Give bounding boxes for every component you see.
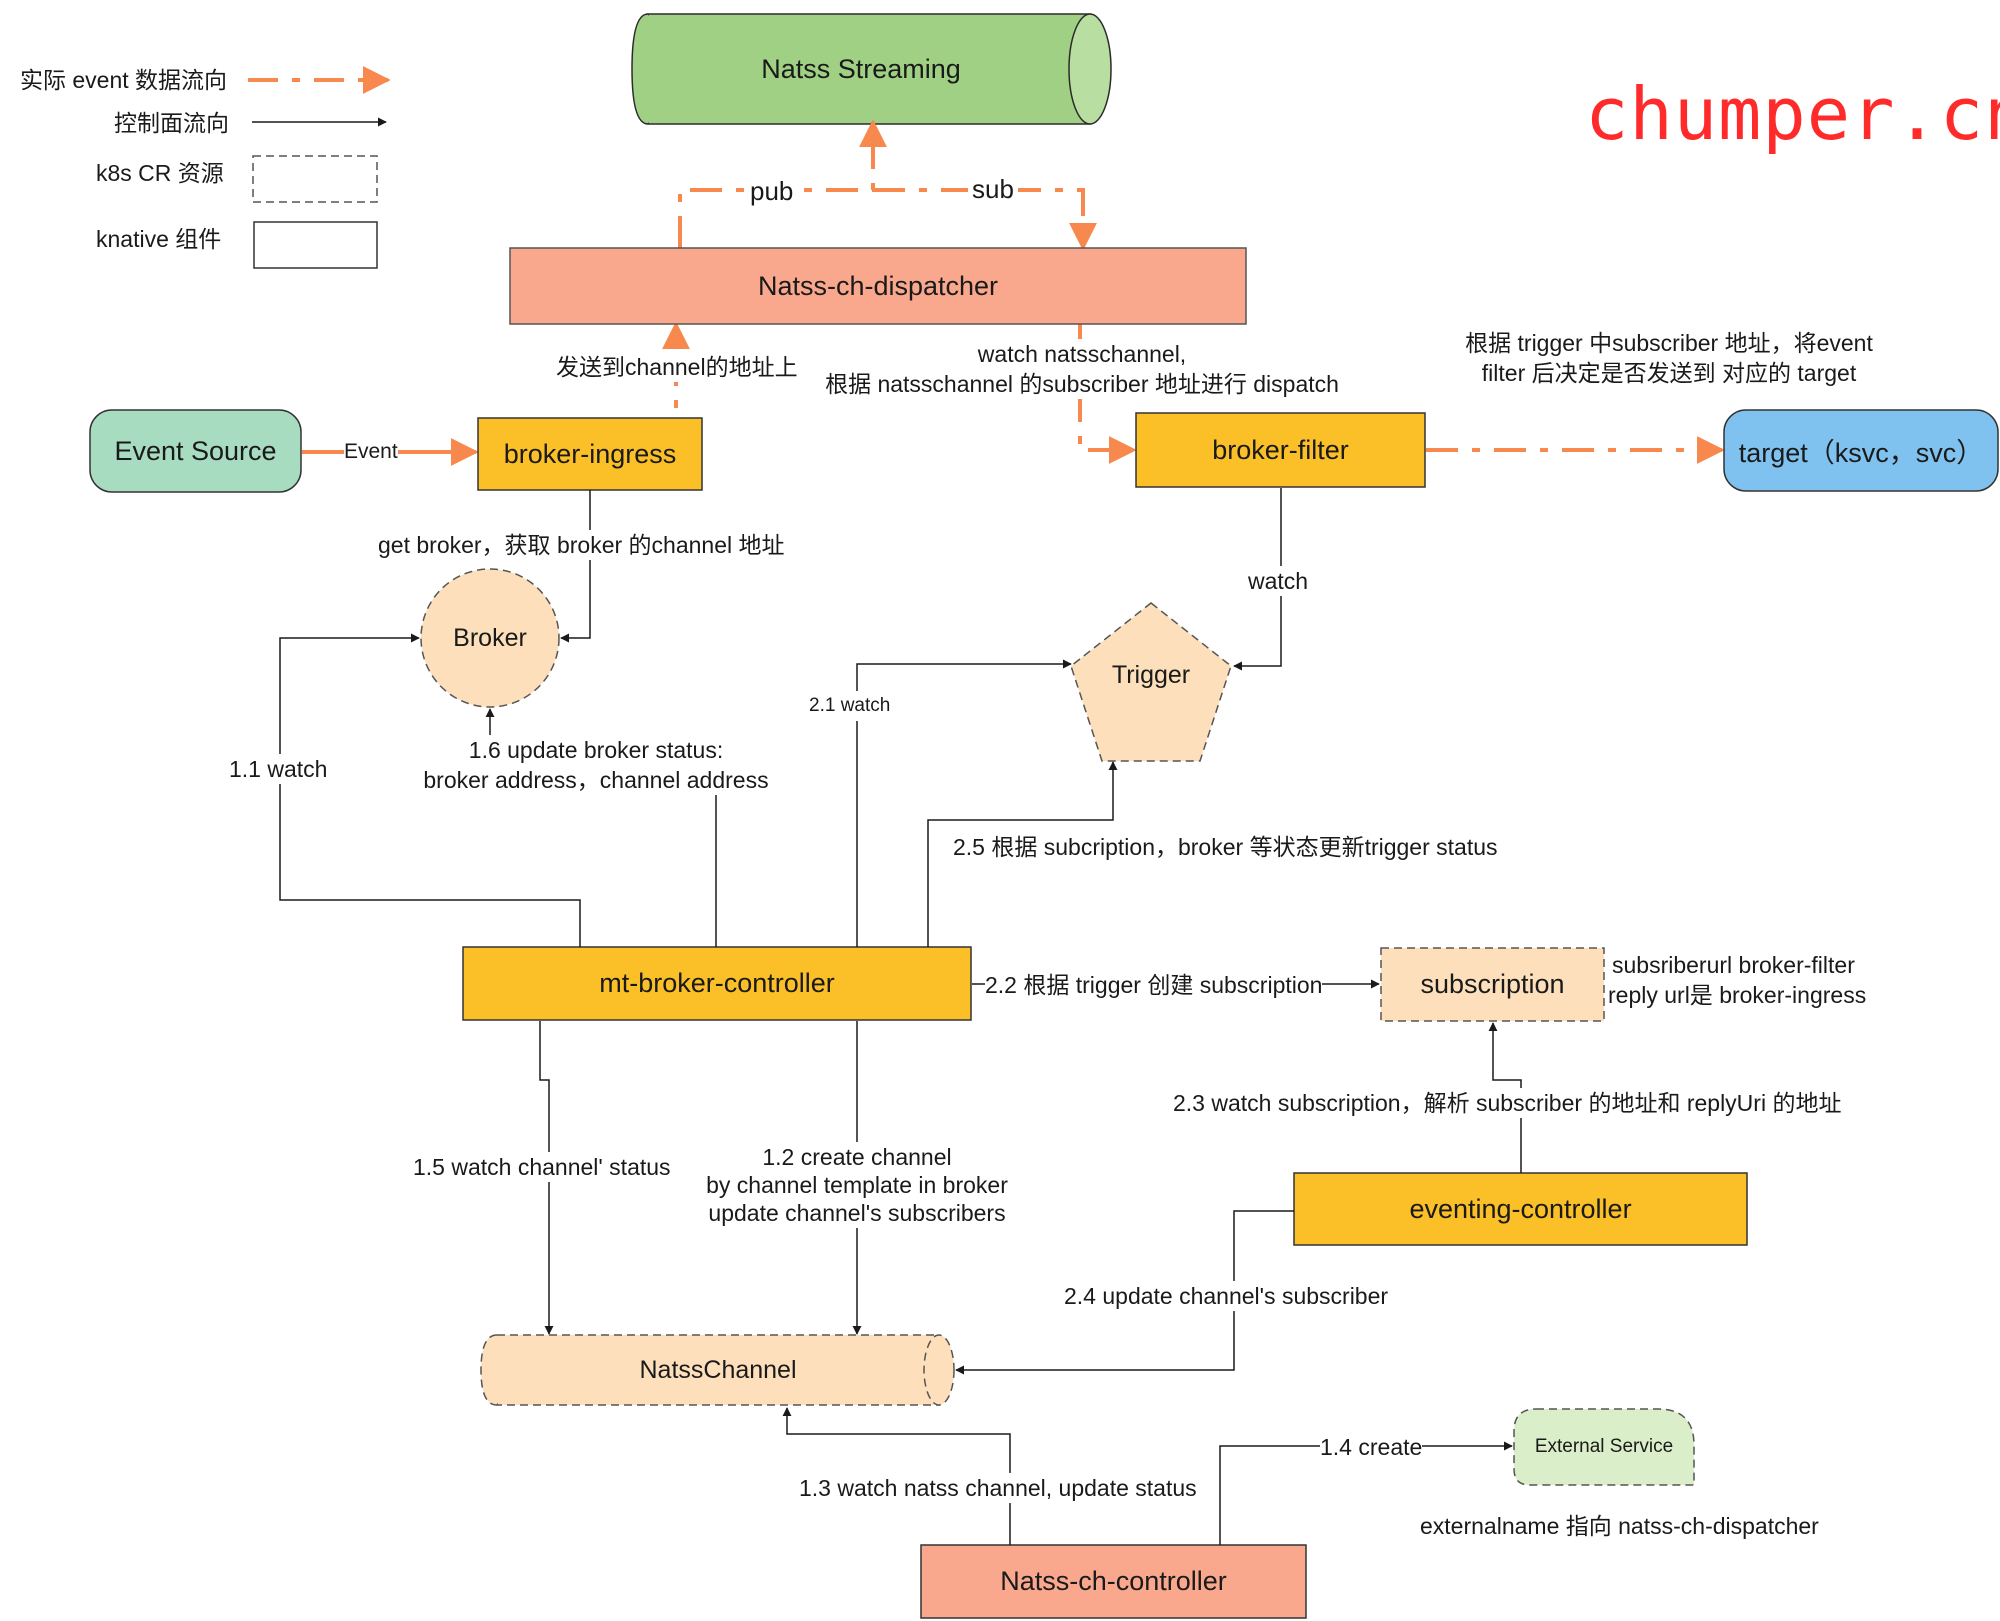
sub-label: sub	[968, 174, 1018, 204]
watch-2-1-label: 2.1 watch	[809, 691, 891, 721]
eventing-watch-subscription-edge	[1488, 1022, 1522, 1173]
broker-ingress-node	[477, 417, 703, 491]
natss-streaming-node	[631, 13, 1112, 125]
legend	[248, 66, 391, 269]
watch-1-1-label: 1.1 watch	[229, 754, 328, 784]
broker-filter-label: broker-filter	[1212, 434, 1349, 465]
controller-watch-broker-edge	[279, 633, 581, 947]
broker-filter-node	[1135, 412, 1426, 488]
create-channel-label-3: update channel's subscribers	[684, 1198, 1030, 1228]
legend-event-flow-label: 实际 event 数据流向	[20, 67, 228, 93]
create-channel-label-2: by channel template in broker	[684, 1170, 1030, 1200]
broker-ingress-label: broker-ingress	[503, 438, 677, 469]
subscription-note-1: subsriberurl broker-filter	[1612, 952, 1855, 978]
get-broker-label: get broker，获取 broker 的channel 地址	[378, 530, 785, 560]
sub-flow	[873, 188, 1097, 251]
trigger-node	[1070, 602, 1232, 762]
legend-cr-swatch	[252, 155, 378, 203]
eventing-controller-node	[1293, 1172, 1748, 1246]
external-service-node	[1513, 1408, 1695, 1486]
subscription-label: subscription	[1420, 969, 1565, 999]
create-1-4-label: 1.4 create	[1320, 1432, 1423, 1462]
broker-label: Broker	[453, 623, 527, 652]
update-broker-label-1: 1.6 update broker status:	[408, 735, 784, 765]
watch-natsschannel-label-1: watch natsschannel,	[814, 339, 1350, 369]
external-service-label: External Service	[1534, 1436, 1674, 1457]
watch-label: watch	[1248, 566, 1309, 596]
event-source-label: Event Source	[114, 435, 277, 466]
trigger-label: Trigger	[1111, 660, 1191, 689]
event-label: Event	[344, 437, 398, 467]
update-broker-label-2: broker address，channel address	[408, 765, 784, 795]
watch-channel-status-label: 1.5 watch channel' status	[413, 1152, 671, 1182]
natss-channel-node	[480, 1334, 955, 1406]
legend-knative-label: knative 组件	[96, 226, 222, 252]
dispatcher-node	[509, 247, 1247, 325]
watch-subscription-label: 2.3 watch subscription，解析 subscriber 的地址…	[1173, 1088, 1842, 1118]
natss-streaming-label: Natss Streaming	[761, 53, 961, 84]
send-to-channel-label: 发送到channel的地址上	[556, 352, 798, 382]
controller-watch-trigger-edge	[856, 659, 1072, 947]
subscription-note-2: reply url是 broker-ingress	[1608, 982, 1867, 1008]
broker-node	[420, 568, 560, 708]
update-trigger-label: 2.5 根据 subcription，broker 等状态更新trigger s…	[953, 834, 1498, 860]
filter-note-2: filter 后决定是否发送到 对应的 target	[1481, 360, 1857, 386]
watch-natsschannel-label-2: 根据 natsschannel 的subscriber 地址进行 dispatc…	[814, 369, 1350, 399]
natss-channel-label: NatssChannel	[639, 1355, 797, 1384]
dispatcher-to-filter-flow	[1078, 322, 1137, 464]
update-channel-subscriber-label: 2.4 update channel's subscriber	[1064, 1281, 1389, 1311]
create-subscription-label: 2.2 根据 trigger 创建 subscription	[985, 970, 1323, 1000]
watermark: chumper.cn	[1585, 72, 2000, 156]
externalname-note: externalname 指向 natss-ch-dispatcher	[1420, 1513, 1819, 1539]
legend-control-flow-label: 控制面流向	[114, 110, 229, 136]
legend-cr-label: k8s CR 资源	[96, 160, 224, 186]
target-node	[1723, 409, 1999, 492]
filter-note-1: 根据 trigger 中subscriber 地址，将event	[1465, 330, 1873, 356]
ingress-get-broker-edge	[560, 490, 591, 643]
filter-watch-trigger-edge	[1233, 488, 1282, 671]
target-label: target（ksvc，svc）	[1738, 438, 1984, 468]
controller-update-trigger-edge	[927, 761, 1118, 947]
create-channel-label-1: 1.2 create channel	[684, 1142, 1030, 1172]
dispatcher-label: Natss-ch-dispatcher	[757, 270, 999, 301]
mt-broker-controller-node	[462, 946, 972, 1021]
subscription-node	[1380, 947, 1605, 1022]
natss-ch-controller-label: Natss-ch-controller	[1000, 1566, 1227, 1596]
legend-knative-swatch	[253, 221, 378, 269]
controller-watch-channel-edge	[539, 1021, 554, 1335]
natss-ch-controller-node	[920, 1544, 1307, 1619]
watch-natss-channel-label: 1.3 watch natss channel, update status	[799, 1473, 1197, 1503]
mt-broker-controller-label: mt-broker-controller	[599, 968, 835, 998]
eventing-controller-label: eventing-controller	[1409, 1193, 1632, 1224]
pub-label: pub	[746, 176, 798, 206]
event-source-node	[89, 409, 302, 493]
